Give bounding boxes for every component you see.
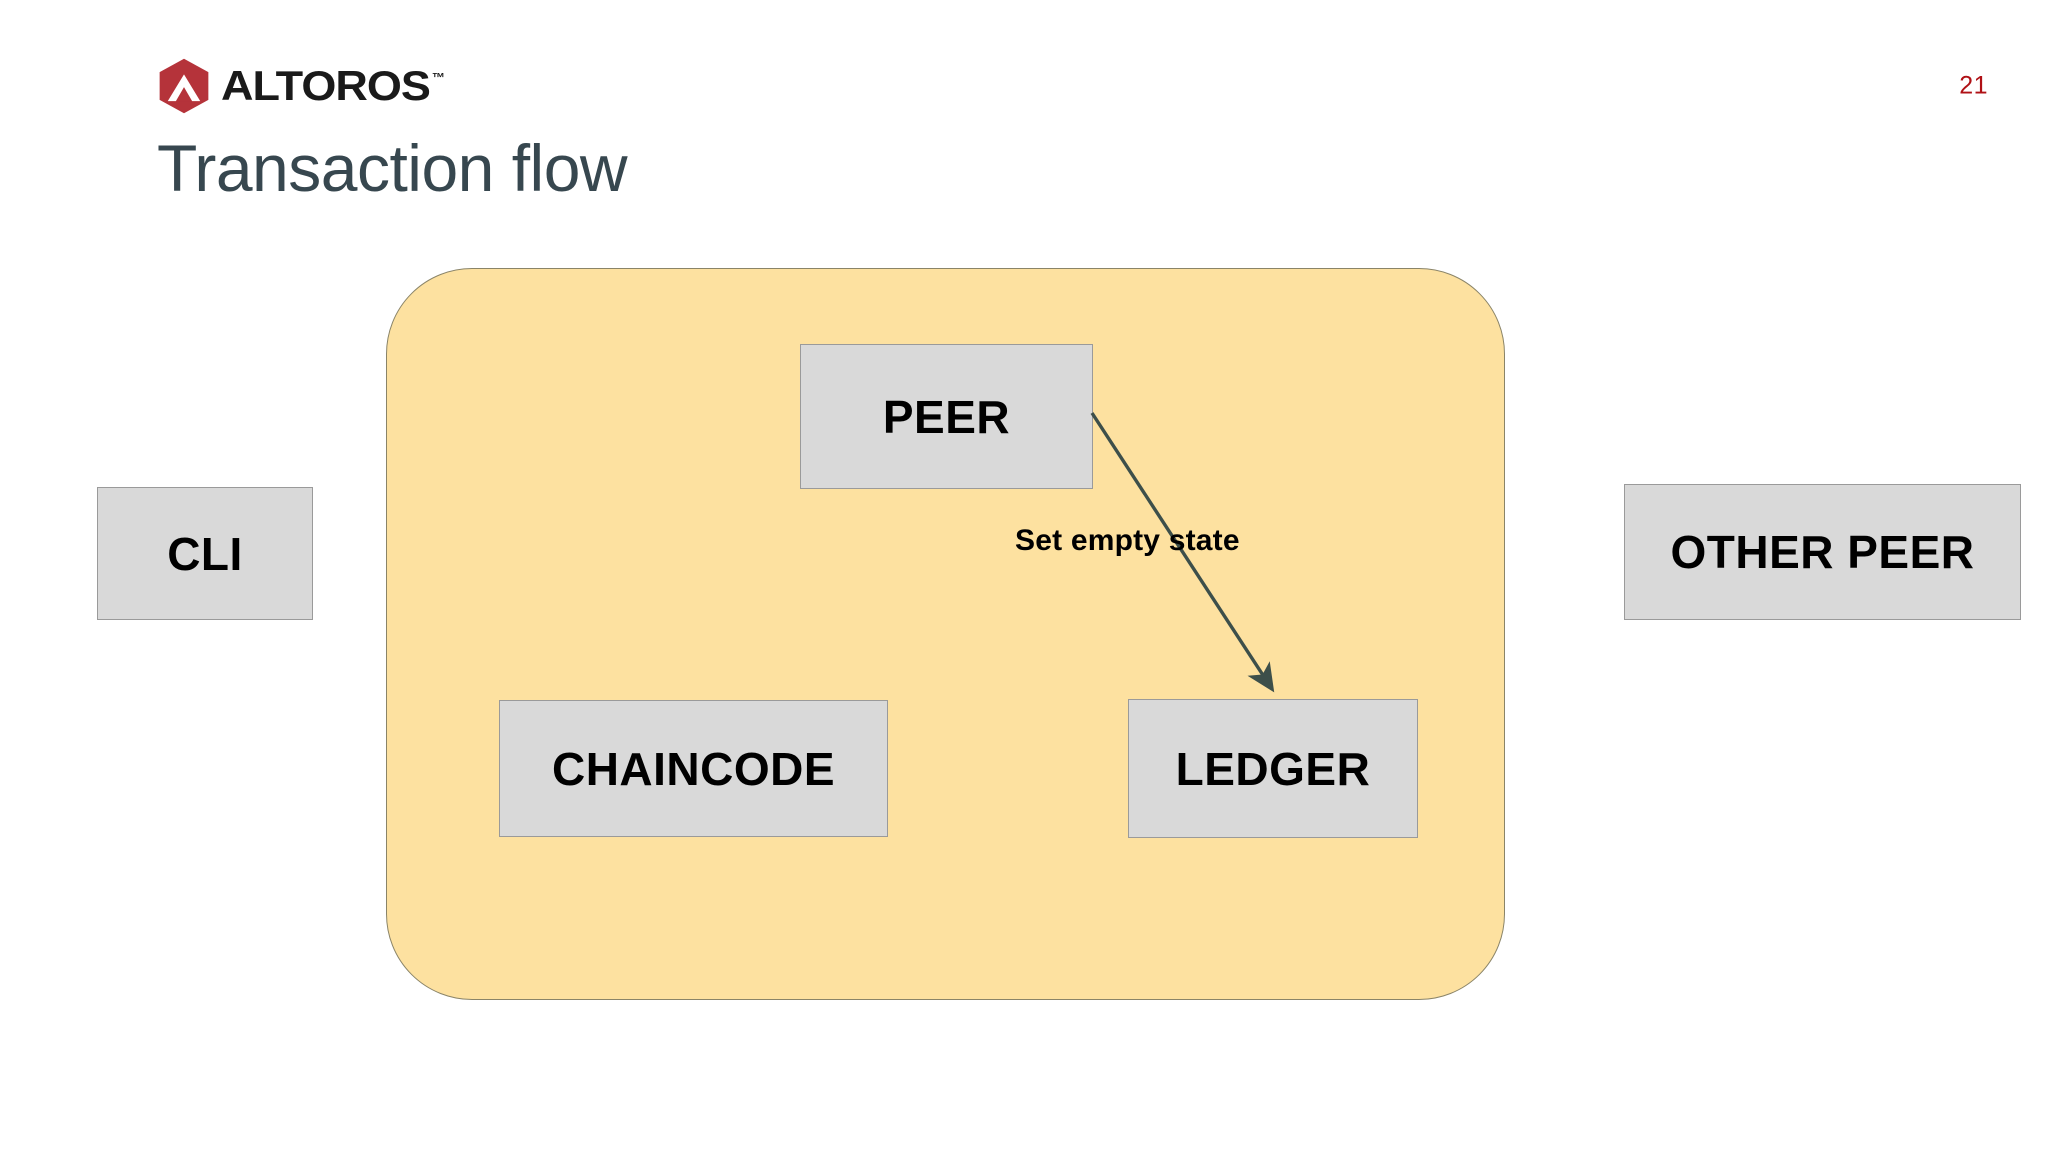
trademark-symbol: ™ xyxy=(431,70,445,85)
node-peer-label: PEER xyxy=(882,390,1011,443)
page-title: Transaction flow xyxy=(157,131,628,205)
node-chaincode-label: CHAINCODE xyxy=(551,742,836,795)
node-other-peer[interactable]: OTHER PEER xyxy=(1624,484,2021,620)
edge-peer-to-ledger-label: Set empty state xyxy=(1015,524,1240,557)
altoros-logo: ALTOROS ™ xyxy=(155,58,445,114)
node-other-peer-label: OTHER PEER xyxy=(1670,526,1975,578)
altoros-wordmark-text: ALTOROS xyxy=(221,62,431,109)
node-peer[interactable]: PEER xyxy=(800,344,1093,489)
node-chaincode[interactable]: CHAINCODE xyxy=(499,700,888,837)
node-cli[interactable]: CLI xyxy=(97,487,313,620)
page-number: 21 xyxy=(1959,71,1988,100)
altoros-hexagon-icon xyxy=(159,58,209,114)
altoros-wordmark: ALTOROS ™ xyxy=(221,57,445,115)
node-ledger-label: LEDGER xyxy=(1175,742,1371,795)
node-cli-label: CLI xyxy=(167,527,243,580)
node-ledger[interactable]: LEDGER xyxy=(1128,699,1418,838)
peer-container-panel xyxy=(386,268,1505,1000)
